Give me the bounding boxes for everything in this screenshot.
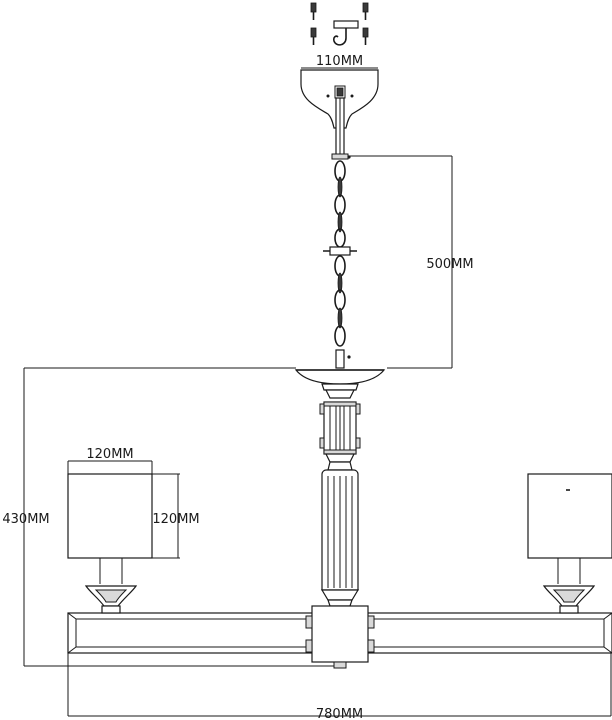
top-cup — [294, 369, 386, 399]
left-lamp — [67, 473, 153, 614]
body-height-dimension: 430MM — [2, 367, 334, 667]
mounting-hardware — [310, 2, 369, 46]
screw-icon — [362, 27, 369, 45]
total-width-label: 780MM — [316, 707, 363, 720]
screw-icon — [310, 27, 317, 45]
body-height-label: 430MM — [2, 512, 49, 527]
shade-height-label: 120MM — [152, 512, 199, 527]
chain-length-dimension: 500MM — [348, 155, 474, 369]
central-column — [319, 401, 361, 607]
suspension-chain — [323, 97, 357, 369]
chain-length-label: 500MM — [426, 257, 473, 272]
left-lamp-shade — [67, 473, 153, 559]
canopy-width-label: 110MM — [316, 54, 363, 69]
shade-height-dimension: 120MM — [152, 473, 200, 559]
shade-width-label: 120MM — [86, 447, 133, 462]
total-width-dimension: 780MM — [67, 653, 612, 720]
screw-icon — [362, 2, 369, 20]
screw-icon — [310, 2, 317, 20]
ceiling-hook-icon — [333, 20, 359, 46]
shade-width-dimension: 120MM — [67, 447, 153, 474]
right-lamp-shade — [527, 473, 612, 559]
center-hub — [305, 605, 375, 669]
right-lamp — [527, 473, 612, 614]
